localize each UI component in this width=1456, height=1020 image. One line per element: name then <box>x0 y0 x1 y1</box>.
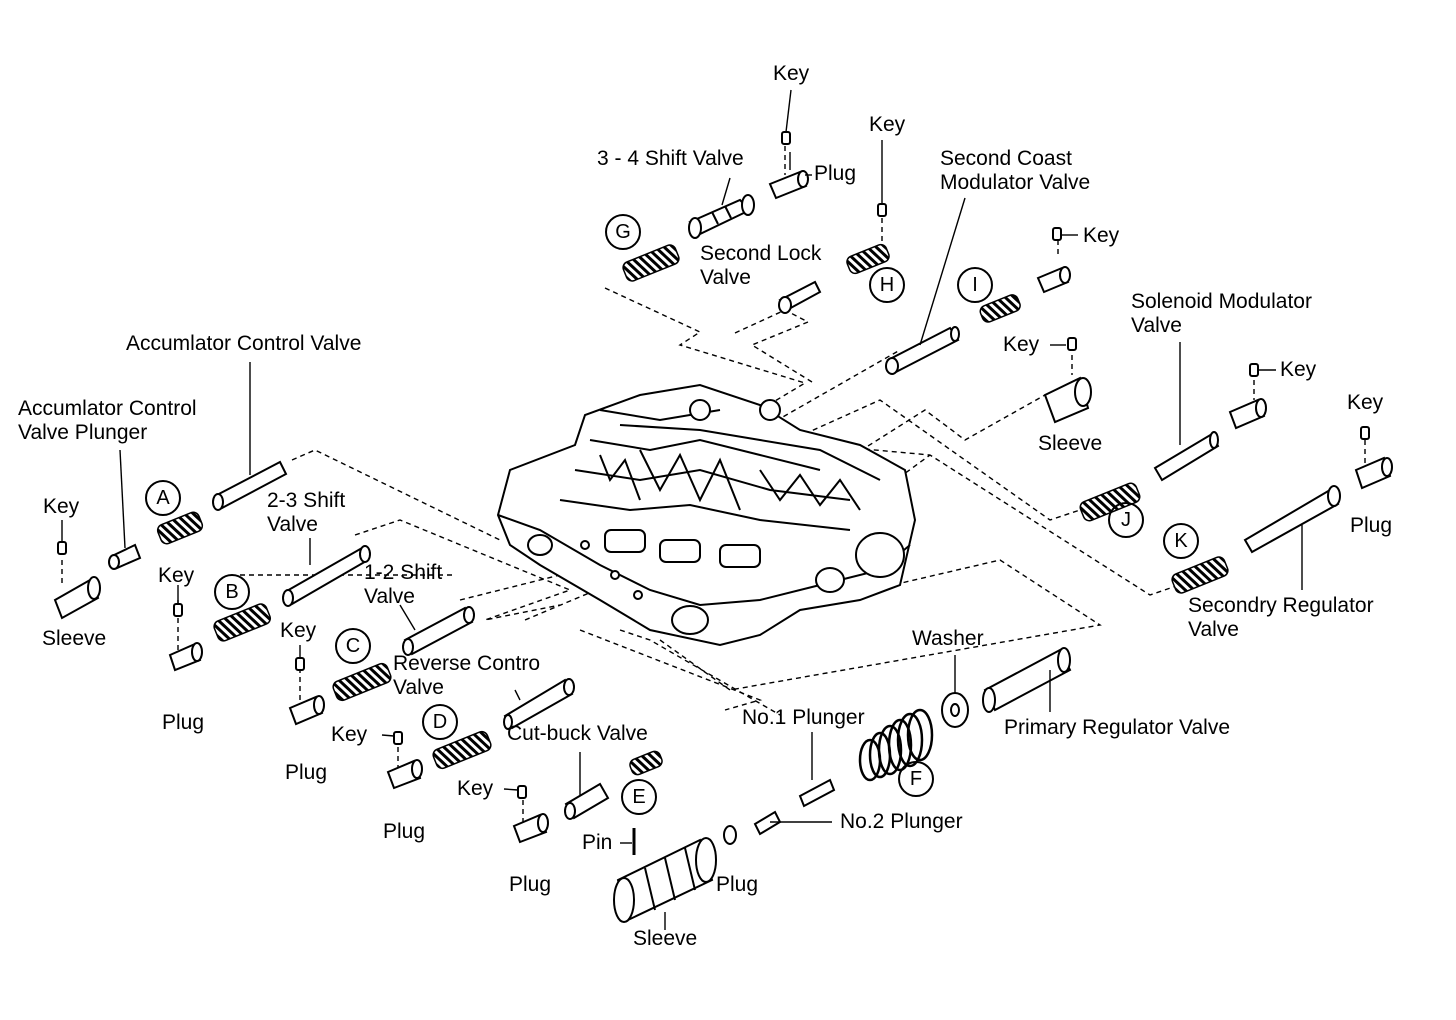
label-plug-2: Plug <box>1350 514 1393 537</box>
label-cut-buck-valve: Cut-buck Valve <box>507 722 648 745</box>
spring-a <box>156 511 204 545</box>
spring-c <box>332 662 392 702</box>
spring-label-i: I <box>957 267 993 303</box>
spring-label-h: H <box>869 267 905 303</box>
label-reverse-control-valve: Reverse Contro Valve <box>393 652 541 699</box>
label-secondry-regulator-valve: Secondry Regulator Valve <box>1188 594 1374 641</box>
label-plug-7: Plug <box>716 873 759 896</box>
label-1-2-shift-valve: 1-2 Shift Valve <box>364 561 443 608</box>
label-key-6: Key <box>1347 391 1384 414</box>
spring-label-d: D <box>422 704 458 740</box>
spring-d <box>432 730 492 770</box>
springs <box>156 243 1229 776</box>
spring-label-k: K <box>1163 523 1199 559</box>
label-plug-4: Plug <box>285 761 328 784</box>
label-sleeve-2: Sleeve <box>42 627 107 650</box>
label-accumlator-control-valve: Accumlator Control Valve <box>126 332 362 355</box>
label-primary-regulator-valve: Primary Regulator Valve <box>1004 716 1231 739</box>
label-key-11: Key <box>457 777 494 800</box>
label-pin: Pin <box>582 831 613 854</box>
spring-h <box>846 243 890 275</box>
spring-label-b: B <box>214 574 250 610</box>
spring-k <box>1171 556 1229 594</box>
spring-label-a: A <box>145 480 181 516</box>
label-key-8: Key <box>158 564 195 587</box>
label-no2-plunger: No.2 Plunger <box>840 810 963 833</box>
label-key-5: Key <box>1280 358 1317 381</box>
label-sleeve-3: Sleeve <box>633 927 698 950</box>
label-key-3: Key <box>1083 224 1120 247</box>
spring-label-e: E <box>621 779 657 815</box>
label-key-4: Key <box>1003 333 1040 356</box>
label-accumlator-control-valve-plunger: Accumlator Control Valve Plunger <box>18 397 197 444</box>
spring-label-c: C <box>335 628 371 664</box>
solid-leader-lines <box>61 89 1303 930</box>
label-key-2: Key <box>869 113 906 136</box>
label-plug-1: Plug <box>814 162 857 185</box>
label-3-4-shift-valve: 3 - 4 Shift Valve <box>597 147 744 170</box>
label-second-lock-valve: Second Lock Valve <box>700 242 822 289</box>
label-no1-plunger: No.1 Plunger <box>742 706 865 729</box>
spring-b <box>213 603 272 642</box>
label-second-coast-modulator-valve: Second Coast Modulator Valve <box>940 147 1091 194</box>
spring-g <box>622 244 680 282</box>
label-key-9: Key <box>280 619 317 642</box>
label-2-3-shift-valve: 2-3 Shift Valve <box>267 489 346 536</box>
label-plug-3: Plug <box>162 711 205 734</box>
label-key-10: Key <box>331 723 368 746</box>
label-key-1: Key <box>773 62 810 85</box>
spring-e <box>629 750 663 776</box>
label-plug-5: Plug <box>383 820 426 843</box>
label-sleeve-1: Sleeve <box>1038 432 1103 455</box>
label-key-7: Key <box>43 495 80 518</box>
spring-label-g: G <box>605 214 641 250</box>
spring-label-f: F <box>898 761 934 797</box>
spring-i <box>979 294 1021 323</box>
label-solenoid-modulator-valve: Solenoid Modulator Valve <box>1131 290 1312 337</box>
spring-label-j: J <box>1108 502 1144 538</box>
valve-body-block <box>496 383 917 647</box>
label-washer: Washer <box>912 627 984 650</box>
label-plug-6: Plug <box>509 873 552 896</box>
